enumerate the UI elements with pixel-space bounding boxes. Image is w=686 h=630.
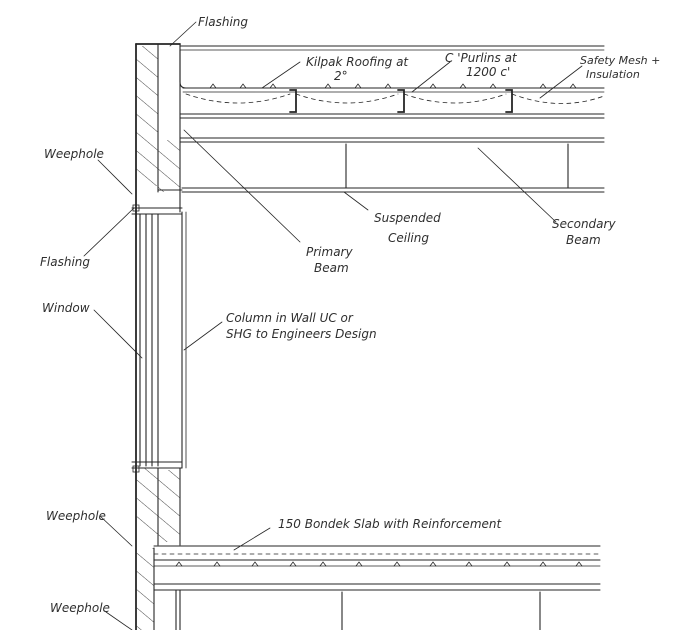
safety-mesh-insulation (185, 93, 605, 104)
roofing-ribs (209, 83, 577, 89)
steel-column (181, 211, 187, 469)
primary-beam (179, 113, 605, 143)
label-safety-mesh-1: Safety Mesh + (580, 54, 660, 67)
label-weephole-lower: Weephole (46, 509, 106, 523)
leader-lines (83, 21, 583, 630)
label-weephole-upper: Weephole (44, 147, 104, 161)
label-weephole-bottom: Weephole (50, 601, 110, 615)
label-primary-beam-2: Beam (314, 261, 349, 275)
slab-ribs (175, 561, 583, 567)
purlins (289, 89, 513, 113)
label-flashing-side: Flashing (40, 255, 90, 269)
suspended-ceiling (181, 187, 605, 193)
label-flashing-top: Flashing (198, 15, 248, 29)
label-purlins-1: C 'Purlins at (445, 51, 518, 65)
roof-assembly (179, 45, 605, 193)
label-suspended-ceiling-2: Ceiling (388, 231, 429, 245)
brick-wall (135, 43, 181, 630)
window-frame (131, 204, 183, 473)
label-secondary-beam-2: Beam (566, 233, 601, 247)
label-safety-mesh-2: Insulation (586, 68, 640, 81)
label-kilpak-1: Kilpak Roofing at (306, 55, 409, 69)
label-primary-beam-1: Primary (306, 245, 353, 259)
label-column-2: SHG to Engineers Design (226, 327, 377, 341)
label-slab: 150 Bondek Slab with Reinforcement (278, 517, 502, 531)
inner-wall-leaf (153, 43, 183, 630)
label-suspended-ceiling-1: Suspended (374, 211, 441, 225)
ceiling-hangers (345, 143, 569, 189)
label-column-1: Column in Wall UC or (226, 311, 354, 325)
label-secondary-beam-1: Secondary (552, 217, 616, 231)
bondek-slab (153, 545, 601, 630)
label-window: Window (42, 301, 90, 315)
label-kilpak-2: 2° (334, 69, 348, 83)
label-purlins-2: 1200 c' (466, 65, 510, 79)
